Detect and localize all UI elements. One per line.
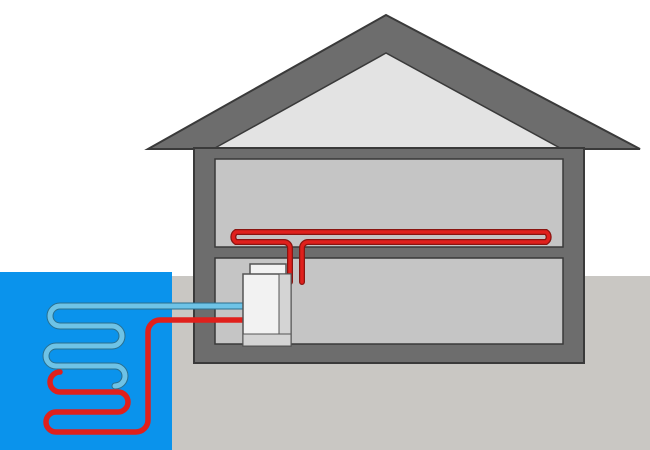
hot-pipe [43,317,247,435]
cold-pipe [43,303,247,389]
floor-heating-loop [230,229,552,285]
house-cross-section [144,13,641,364]
heat-pump-unit [242,263,292,347]
water-body [0,272,172,450]
heat-pump-base [242,333,292,347]
floor-loop-pipe [231,230,551,284]
ground-loop-coil [42,302,248,435]
